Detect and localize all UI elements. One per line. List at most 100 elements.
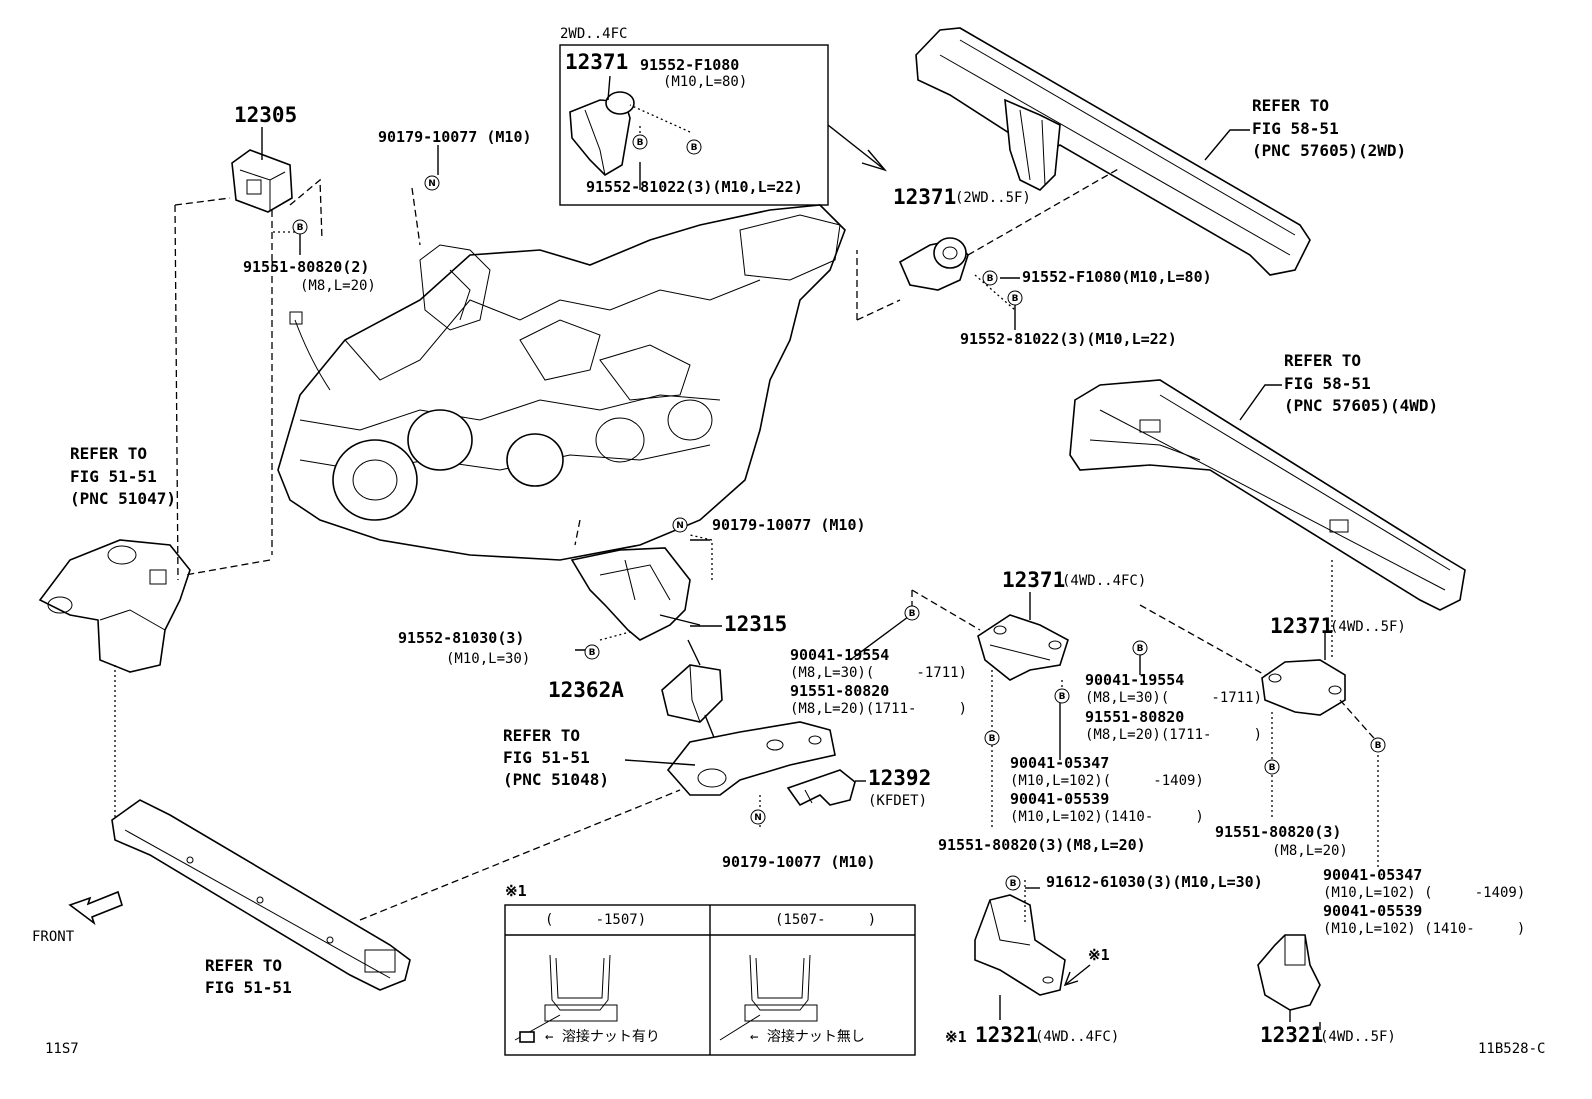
ref-left-line1: REFER TO — [70, 444, 148, 463]
ref-left-line2: FIG 51-51 — [70, 467, 157, 486]
bolt-marker-letter: B — [691, 143, 698, 153]
callout-91552-81022-box: 91552-81022(3)(M10,L=22) — [586, 178, 803, 196]
ref-top-right-line3: (PNC 57605)(2WD) — [1252, 141, 1407, 160]
note-12371-4wd5f: (4WD..5F) — [1330, 619, 1406, 635]
bolt-marker-letter: B — [987, 274, 994, 284]
callout-90179-bot: 90179-10077 (M10) — [722, 853, 876, 871]
spec-90041-05539-mid: (M10,L=102)(1410- ) — [1010, 809, 1204, 825]
callout-12362a: 12362A — [548, 678, 624, 702]
callout-arrow — [1064, 964, 1091, 986]
spec-90041-05347-right: (M10,L=102) ( -1409) — [1323, 885, 1526, 901]
nut-marker-letter: N — [754, 813, 762, 823]
callout-90041-19554-left: 90041-19554 — [790, 646, 890, 664]
ref-mid-right-line3: (PNC 57605)(4WD) — [1284, 396, 1439, 415]
ref-mid-right-line2: FIG 58-51 — [1284, 374, 1371, 393]
spec-90041-05347-mid: (M10,L=102)( -1409) — [1010, 773, 1204, 789]
callout-90179-mid: 90179-10077 (M10) — [712, 516, 866, 534]
callout-91612-61030: 91612-61030(3)(M10,L=30) — [1046, 873, 1263, 891]
note-12371-2wd5f: (2WD..5F) — [955, 190, 1031, 206]
bolt-marker-letter: B — [1059, 692, 1066, 702]
mount-12371-4wd5f — [1261, 632, 1346, 716]
footer-left-code: 11S7 — [45, 1041, 79, 1057]
insulator-12362a — [661, 639, 723, 741]
ref-center-line1: REFER TO — [503, 726, 581, 745]
callout-12305: 12305 — [234, 103, 298, 127]
callout-12321-4wd5f: 12321 — [1260, 1023, 1324, 1047]
spec-90041-19554-right: (M8,L=30)( -1711) — [1085, 690, 1263, 706]
inset-table — [504, 904, 916, 1056]
note-12321-4wd4fc: (4WD..4FC) — [1035, 1029, 1120, 1045]
spec-91551-80820-left: (M8,L=20)(1711- ) — [790, 701, 968, 717]
callout-91552-f1080-right: 91552-F1080(M10,L=80) — [1022, 268, 1212, 286]
callout-12371-4wd5f: 12371 — [1270, 614, 1334, 638]
callout-90041-19554-right: 90041-19554 — [1085, 671, 1185, 689]
callout-12321-4wd4fc: 12321 — [975, 1023, 1039, 1047]
ref-center-line3: (PNC 51048) — [503, 770, 609, 789]
inset-col2-header: (1507- ) — [775, 912, 877, 928]
mount-bracket-12315 — [570, 547, 691, 641]
callout-12315: 12315 — [724, 612, 788, 636]
callout-90179-top: 90179-10077 (M10) — [378, 128, 532, 146]
nut-marker-letter: N — [428, 179, 436, 189]
note-12371-4wd4fc: (4WD..4FC) — [1062, 573, 1147, 589]
bolt-marker-letter: B — [637, 138, 644, 148]
ref-bottom-line1: REFER TO — [205, 956, 283, 975]
ref-top-right-line2: FIG 58-51 — [1252, 119, 1339, 138]
footer-right-code: 11B528-C — [1478, 1041, 1546, 1057]
inset-col1-caption: ← 溶接ナット有り — [545, 1029, 660, 1045]
ref-mid-right-line1: REFER TO — [1284, 351, 1362, 370]
callout-91551-80820-left: 91551-80820 — [790, 682, 890, 700]
callout-91552-81022-right: 91552-81022(3)(M10,L=22) — [960, 330, 1177, 348]
spec-90041-05539-right: (M10,L=102) (1410- ) — [1323, 921, 1526, 937]
spec-91551-80820-2: (M8,L=20) — [300, 278, 376, 294]
bolt-marker-letter: B — [297, 223, 304, 233]
callout-12371-2wd5f: 12371 — [893, 185, 957, 209]
variant-label-2wd4fc: 2WD..4FC — [560, 26, 628, 42]
callout-90041-05539-mid: 90041-05539 — [1010, 790, 1110, 808]
callout-91551-80820-right: 91551-80820 — [1085, 708, 1185, 726]
frame-bracket-center — [666, 721, 836, 796]
mark-12321-4wd4fc: ※1 — [945, 1028, 967, 1046]
mount-12371-2wd4fc — [569, 75, 635, 177]
front-arrow-icon — [68, 890, 123, 926]
mount-12371-4wd4fc — [977, 592, 1069, 681]
spec-91552-81030: (M10,L=30) — [446, 651, 531, 667]
callout-90041-05347-right: 90041-05347 — [1323, 866, 1423, 884]
frame-bracket-left — [38, 539, 191, 673]
ref-top-right-line1: REFER TO — [1252, 96, 1330, 115]
front-label: FRONT — [32, 929, 75, 945]
note-12321-4wd5f: (4WD..5F) — [1320, 1029, 1396, 1045]
bolt-marker-letter: B — [1375, 741, 1382, 751]
bracket-12321-4wd4fc — [974, 894, 1066, 1020]
mount-12371-2wd5f — [898, 237, 969, 291]
callout-90041-05539-right: 90041-05539 — [1323, 902, 1423, 920]
frame-rail-2wd — [915, 27, 1311, 276]
spec-91551-80820-right: (M8,L=20)(1711- ) — [1085, 727, 1263, 743]
stopper-12392 — [786, 769, 866, 807]
bracket-12321-4wd5f — [1257, 934, 1321, 1022]
bolt-marker-letter: B — [589, 648, 596, 658]
inset-col1-header: ( -1507) — [545, 912, 647, 928]
crossmember — [111, 799, 411, 991]
inset-col2-caption: ← 溶接ナット無し — [750, 1029, 865, 1045]
callout-90041-05347-mid: 90041-05347 — [1010, 754, 1110, 772]
inset-mark: ※1 — [505, 882, 527, 900]
ref-bottom-line2: FIG 51-51 — [205, 978, 292, 997]
engine-assembly — [277, 204, 846, 561]
ref-center-line2: FIG 51-51 — [503, 748, 590, 767]
callout-12392: 12392 — [868, 766, 932, 790]
bolt-marker-letter: B — [1269, 763, 1276, 773]
nut-markers: N N N — [424, 175, 766, 825]
note-12392: (KFDET) — [868, 793, 928, 809]
star-mark: ※1 — [1088, 946, 1110, 964]
insulator-12305 — [231, 149, 293, 213]
callout-91551-80820-2: 91551-80820(2) — [243, 258, 370, 276]
nut-marker-letter: N — [676, 521, 684, 531]
callout-12371-box: 12371 — [565, 50, 629, 74]
bolt-marker-letter: B — [909, 609, 916, 619]
bolt-marker-letter: B — [1137, 644, 1144, 654]
callout-91552-81030: 91552-81030(3) — [398, 629, 525, 647]
callout-91551-80820-3-right: 91551-80820(3) — [1215, 823, 1342, 841]
direction-arrow — [827, 124, 886, 171]
callout-12371-4wd4fc: 12371 — [1002, 568, 1066, 592]
